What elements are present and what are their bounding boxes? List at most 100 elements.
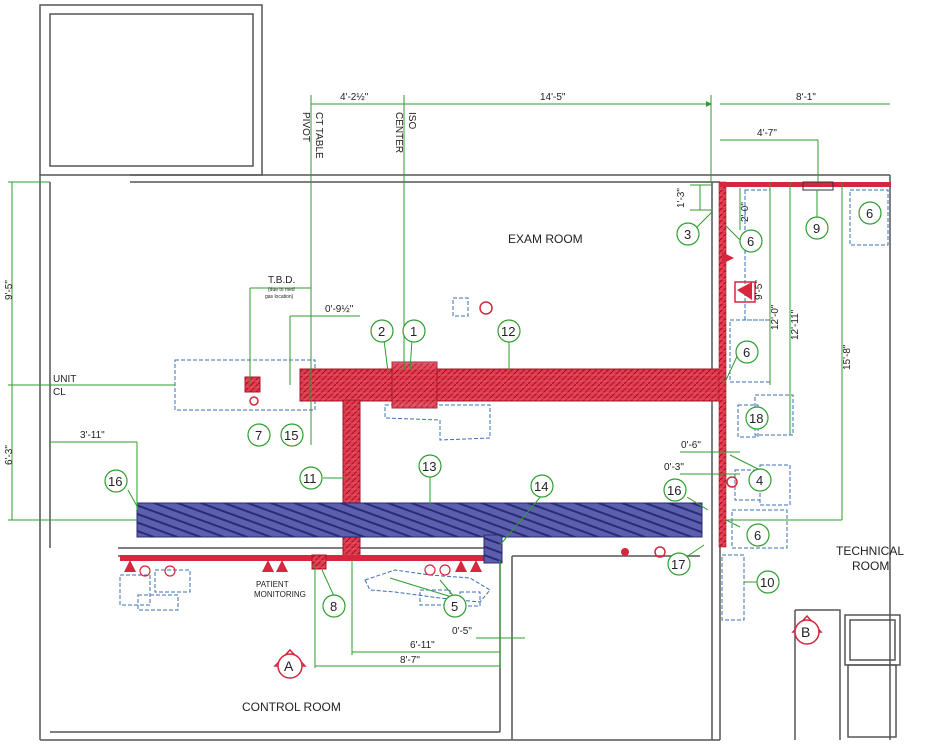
callout-12-label: 12: [501, 324, 515, 339]
label-cl: CL: [53, 387, 66, 398]
room-technical-1: TECHNICAL: [836, 544, 904, 558]
raceway-main: [136, 502, 703, 538]
section-marker-b-label: B: [801, 624, 810, 640]
control-desk-2: [137, 594, 179, 611]
callout-6-d[interactable]: 6: [746, 523, 770, 547]
wall-left-outer: [39, 175, 51, 740]
section-marker-a-label: A: [284, 658, 294, 674]
callout-10[interactable]: 10: [756, 570, 780, 594]
label-patient: PATIENT: [256, 580, 289, 589]
axis-labels: CT TABLE PIVOT ISO CENTER UNIT CL T.B.D.…: [53, 112, 417, 599]
callout-11[interactable]: 11: [299, 466, 323, 490]
dim-3-11: 3'-11": [80, 430, 105, 441]
label-iso: ISO: [406, 112, 417, 129]
support-right-wall-strip: [718, 181, 727, 548]
support-triangle-3: [276, 560, 288, 572]
callout-7-label: 7: [255, 428, 262, 443]
callouts: 1 2 3 4 5 6 6 6 6 7 8 9 10 11 12 13 14 1…: [104, 201, 882, 618]
support-triangle-7: [737, 282, 752, 300]
dim-0-5: 0'-5": [452, 626, 472, 637]
raceway-drop-14: [483, 534, 503, 564]
callout-2-label: 2: [378, 324, 385, 339]
callout-16-a[interactable]: 16: [104, 469, 128, 493]
support-triangle-4: [455, 560, 467, 572]
callout-16-a-label: 16: [108, 474, 122, 489]
gantry-outline: [384, 404, 491, 441]
outlet-4: [726, 476, 738, 488]
callout-6-b[interactable]: 6: [858, 201, 882, 225]
wall-exam-top: [130, 174, 890, 183]
dim-1-3: 1'-3": [676, 188, 687, 208]
dim-left-6-3: 6'-3": [4, 445, 15, 465]
label-tbd-note-2: gas location): [265, 294, 294, 300]
callout-18[interactable]: 18: [745, 406, 769, 430]
callout-18-label: 18: [749, 411, 763, 426]
control-desk-1: [119, 574, 151, 606]
support-main-beam: [299, 368, 724, 402]
callout-14[interactable]: 14: [530, 474, 554, 498]
wall-technical-box3: [847, 664, 897, 738]
callout-8-label: 8: [330, 599, 337, 614]
room-control: CONTROL ROOM: [242, 700, 341, 714]
section-marker-a[interactable]: A: [273, 648, 307, 679]
callout-12[interactable]: 12: [497, 319, 521, 343]
callout-4-label: 4: [756, 473, 763, 488]
support-iso-block: [391, 361, 438, 409]
callout-7[interactable]: 7: [247, 423, 271, 447]
callout-15[interactable]: 15: [280, 423, 304, 447]
wall-bottom: [40, 731, 720, 741]
cabinet-right-2: [729, 319, 771, 383]
control-desk-3: [154, 569, 191, 593]
callout-14-label: 14: [534, 479, 548, 494]
support-triangle-5: [470, 560, 482, 572]
dim-15-8: 15'-8": [842, 344, 853, 370]
control-console: [364, 569, 491, 603]
wall-upper-left-room: [39, 4, 263, 176]
section-markers: A B: [273, 614, 823, 679]
support-triangle-1: [124, 560, 136, 572]
callout-6-a[interactable]: 6: [739, 229, 763, 253]
callout-8[interactable]: 8: [322, 594, 346, 618]
label-pivot: PIVOT: [300, 112, 311, 142]
outlet-9: [439, 564, 451, 576]
label-monitoring: MONITORING: [254, 590, 306, 599]
label-tbd: T.B.D.: [268, 275, 295, 286]
small-box-top: [452, 297, 469, 317]
outlet-8: [424, 564, 436, 576]
support-block-7: [244, 376, 261, 393]
callout-1[interactable]: 1: [402, 319, 426, 343]
outlet-1: [479, 301, 493, 315]
callout-5[interactable]: 5: [443, 594, 467, 618]
callout-9-label: 9: [813, 221, 820, 236]
outlet-5: [249, 396, 259, 406]
callout-16-b-label: 16: [667, 483, 681, 498]
section-marker-b[interactable]: B: [791, 614, 823, 645]
callout-17[interactable]: 17: [667, 552, 691, 576]
dim-12-0: 12'-0": [770, 304, 781, 330]
outlet-7: [164, 565, 176, 577]
callout-2[interactable]: 2: [370, 319, 394, 343]
callout-15-label: 15: [284, 428, 298, 443]
callout-5-label: 5: [451, 599, 458, 614]
dimension-texts: 4'-2½" 14'-5" 8'-1" 4'-7" 1'-3" 2'-0" 9'…: [4, 92, 853, 666]
callout-6-d-label: 6: [754, 528, 761, 543]
callout-6-c-label: 6: [743, 345, 750, 360]
callout-9[interactable]: 9: [805, 216, 829, 240]
dim-top-4-2: 4'-2½": [340, 92, 369, 103]
label-ct-table: CT TABLE: [313, 112, 324, 159]
callout-6-c[interactable]: 6: [735, 340, 759, 364]
support-triangle-2: [262, 560, 274, 572]
wall-technical-box: [844, 614, 901, 666]
callout-13[interactable]: 13: [418, 454, 442, 478]
callout-3[interactable]: 3: [676, 222, 700, 246]
dim-8-7: 8'-7": [400, 655, 420, 666]
structural-supports: [120, 181, 891, 577]
callout-1-label: 1: [410, 324, 417, 339]
callout-13-label: 13: [422, 459, 436, 474]
callout-4[interactable]: 4: [748, 468, 772, 492]
dim-top-14-5: 14'-5": [540, 92, 566, 103]
dim-0-9: 0'-9½": [325, 304, 354, 315]
label-tbd-note-1: (due to med: [268, 287, 295, 293]
callout-16-b[interactable]: 16: [663, 478, 687, 502]
room-exam: EXAM ROOM: [508, 232, 583, 246]
